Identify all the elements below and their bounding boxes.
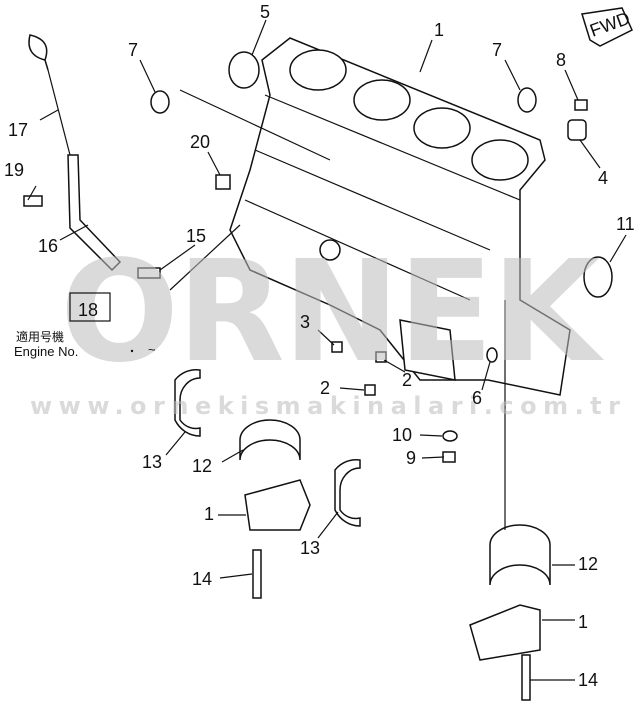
callout-2b: 2	[402, 370, 412, 390]
callout-14: 14	[192, 569, 212, 589]
fwd-arrow-badge: FWD	[581, 7, 633, 47]
callout-1: 1	[434, 20, 444, 40]
watermark-brand: ORNEK	[60, 231, 605, 394]
engine-no-label-jp: 適用号機	[16, 329, 64, 344]
dipstick-guide	[67, 154, 122, 272]
leader-lines	[27, 19, 627, 681]
callout-17: 17	[8, 120, 28, 140]
callout-6: 6	[472, 388, 482, 408]
callout-5: 5	[260, 2, 270, 22]
callout-7b: 7	[492, 40, 502, 60]
thrust-washer-13b	[334, 458, 361, 527]
callout-18-box	[69, 292, 111, 322]
bolt-part-15	[137, 267, 161, 279]
callout-8: 8	[556, 50, 566, 70]
callout-12: 12	[192, 456, 212, 476]
dipstick	[47, 69, 71, 156]
plug-part-4	[567, 119, 587, 141]
washer-part-10	[442, 430, 458, 442]
callout-14b: 14	[578, 670, 598, 690]
cylinder-block	[229, 37, 571, 396]
cap-1b	[469, 604, 541, 661]
bolt-14b	[521, 654, 531, 701]
callout-13b: 13	[300, 538, 320, 558]
thrust-washer-13	[174, 368, 201, 437]
plug-part-5	[228, 51, 260, 89]
bearing-12	[239, 419, 301, 461]
callout-16: 16	[38, 236, 58, 256]
callout-19: 19	[4, 160, 24, 180]
plug-part-2	[375, 351, 387, 363]
callout-1b: 1	[204, 504, 214, 524]
callout-4: 4	[598, 168, 608, 188]
bolt-part-19	[23, 195, 43, 207]
engine-no-dot	[130, 349, 134, 353]
plug-part-20	[215, 174, 231, 190]
plug-part-2b	[364, 384, 376, 396]
callout-3: 3	[300, 312, 310, 332]
dipstick-handle	[28, 34, 49, 71]
cap-1	[244, 479, 311, 531]
part-6	[486, 347, 498, 363]
plug-part-3	[331, 341, 343, 353]
engine-no-label-en: Engine No.	[14, 344, 78, 359]
plug-part-8	[574, 99, 588, 111]
callout-1c: 1	[578, 612, 588, 632]
callout-15: 15	[186, 226, 206, 246]
seal-part-11	[583, 256, 613, 298]
engine-no-range: ~	[148, 342, 156, 357]
callout-11: 11	[616, 214, 635, 234]
callout-13: 13	[142, 452, 162, 472]
callout-7: 7	[128, 40, 138, 60]
callout-18: 18	[78, 300, 98, 320]
bearing-12b	[489, 524, 551, 586]
callout-2: 2	[320, 378, 330, 398]
bolt-part-9	[442, 451, 456, 463]
callout-12b: 12	[578, 554, 598, 574]
callout-9: 9	[406, 448, 416, 468]
bolt-14	[252, 549, 262, 599]
plug-part-7	[150, 90, 170, 114]
callout-10: 10	[392, 425, 412, 445]
plug-part-7b	[517, 87, 537, 113]
assembly-lines	[169, 89, 506, 530]
callout-20: 20	[190, 132, 210, 152]
